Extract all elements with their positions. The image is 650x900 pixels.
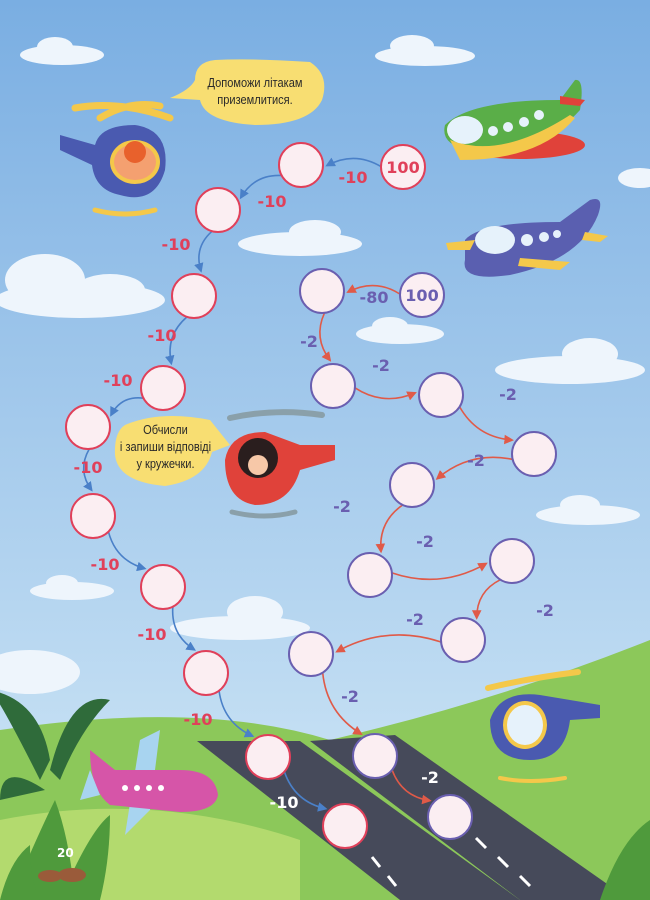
- step-label: -10: [91, 555, 120, 574]
- answer-circle[interactable]: [65, 404, 111, 450]
- bubble-line: у кружечки.: [136, 456, 195, 471]
- step-arrow: [325, 157, 382, 168]
- step-arrow: [171, 606, 196, 651]
- runway-markings: [370, 836, 532, 888]
- step-label: -2: [333, 497, 351, 516]
- red-helicopter-boy: [225, 409, 335, 519]
- step-arrow: [354, 387, 417, 401]
- answer-circle[interactable]: [288, 631, 334, 677]
- answer-circle[interactable]: [511, 431, 557, 477]
- step-arrow: [435, 456, 513, 480]
- stone: [38, 870, 62, 882]
- step-arrow: [165, 316, 188, 366]
- answer-circle[interactable]: [310, 363, 356, 409]
- step-label: -2: [467, 451, 485, 470]
- answer-circle[interactable]: [140, 564, 186, 610]
- step-label: -2: [372, 356, 390, 375]
- blue-helicopter-girl: [60, 101, 174, 217]
- clouds: [0, 35, 650, 694]
- step-label: -2: [416, 532, 434, 551]
- step-label: -2: [536, 601, 554, 620]
- step-label: -2: [421, 768, 439, 787]
- answer-circle[interactable]: [440, 617, 486, 663]
- arrows: [82, 157, 514, 812]
- step-arrow: [239, 174, 282, 200]
- answer-circle[interactable]: [352, 733, 398, 779]
- answer-circle[interactable]: [140, 365, 186, 411]
- step-label: -2: [499, 385, 517, 404]
- bubble-line: Обчисли: [143, 422, 188, 437]
- step-label: -10: [258, 192, 287, 211]
- answer-circle[interactable]: [347, 552, 393, 598]
- step-label: -10: [339, 168, 368, 187]
- step-arrow: [218, 690, 255, 738]
- step-arrow: [107, 531, 147, 572]
- answer-circle[interactable]: [70, 493, 116, 539]
- bubble-line: і запиши відповіді: [119, 439, 212, 454]
- step-arrow: [110, 396, 144, 417]
- instruction-help-planes: Допоможи літакам приземлитися.: [200, 74, 311, 108]
- answer-circle[interactable]: [418, 372, 464, 418]
- step-label: -10: [148, 326, 177, 345]
- step-label: -10: [138, 625, 167, 644]
- speech-bubble-middle: [114, 416, 230, 486]
- step-labels: -10 -10 -10 -10 -10 -10 -10 -10 -10 -10 -80 -2 -2 -2 -…: [74, 168, 554, 812]
- step-label: -10: [270, 793, 299, 812]
- bubble-line: Допоможи літакам: [207, 75, 303, 90]
- step-arrow: [321, 672, 363, 735]
- answer-circles: 100 100: [65, 142, 557, 849]
- step-label: -10: [162, 235, 191, 254]
- speech-bubble-top: [170, 59, 325, 126]
- palm-plant: [0, 692, 110, 800]
- step-label: -2: [406, 610, 424, 629]
- answer-circle[interactable]: [299, 268, 345, 314]
- step-label: -10: [184, 710, 213, 729]
- answer-circle[interactable]: [183, 650, 229, 696]
- bush-right: [600, 820, 650, 900]
- answer-circle[interactable]: [195, 187, 241, 233]
- answer-circle[interactable]: [427, 794, 473, 840]
- answer-circle[interactable]: [489, 538, 535, 584]
- green-airplane: [444, 79, 585, 160]
- stone: [58, 868, 86, 882]
- purple-airplane: [446, 199, 608, 277]
- step-arrow: [319, 312, 332, 362]
- step-arrow: [283, 771, 328, 812]
- step-arrow: [391, 769, 432, 805]
- step-arrow: [194, 230, 213, 273]
- step-arrow: [471, 578, 501, 620]
- step-arrow: [346, 284, 401, 295]
- start-value: 100: [405, 286, 438, 305]
- step-arrow: [335, 634, 442, 653]
- step-label: -2: [341, 687, 359, 706]
- page-number: 20: [57, 846, 74, 860]
- step-label: -2: [300, 332, 318, 351]
- step-arrow: [82, 448, 93, 492]
- step-arrow: [391, 562, 488, 581]
- bubble-line: приземлитися.: [217, 92, 293, 107]
- answer-circle[interactable]: [389, 462, 435, 508]
- start-circle: [399, 272, 445, 318]
- step-label: -10: [74, 458, 103, 477]
- pink-airplane: [80, 730, 218, 835]
- start-value: 100: [386, 158, 419, 177]
- step-arrow: [458, 406, 514, 445]
- step-label: -80: [360, 288, 389, 307]
- answer-circle[interactable]: [245, 734, 291, 780]
- instruction-calculate: Обчисли і запиши відповіді у кружечки.: [117, 421, 215, 472]
- answer-circle[interactable]: [278, 142, 324, 188]
- answer-circle[interactable]: [322, 803, 368, 849]
- blue-helicopter-right: [485, 669, 600, 783]
- answer-circle[interactable]: [171, 273, 217, 319]
- step-label: -10: [104, 371, 133, 390]
- start-circle: [380, 144, 426, 190]
- step-arrow: [375, 504, 404, 554]
